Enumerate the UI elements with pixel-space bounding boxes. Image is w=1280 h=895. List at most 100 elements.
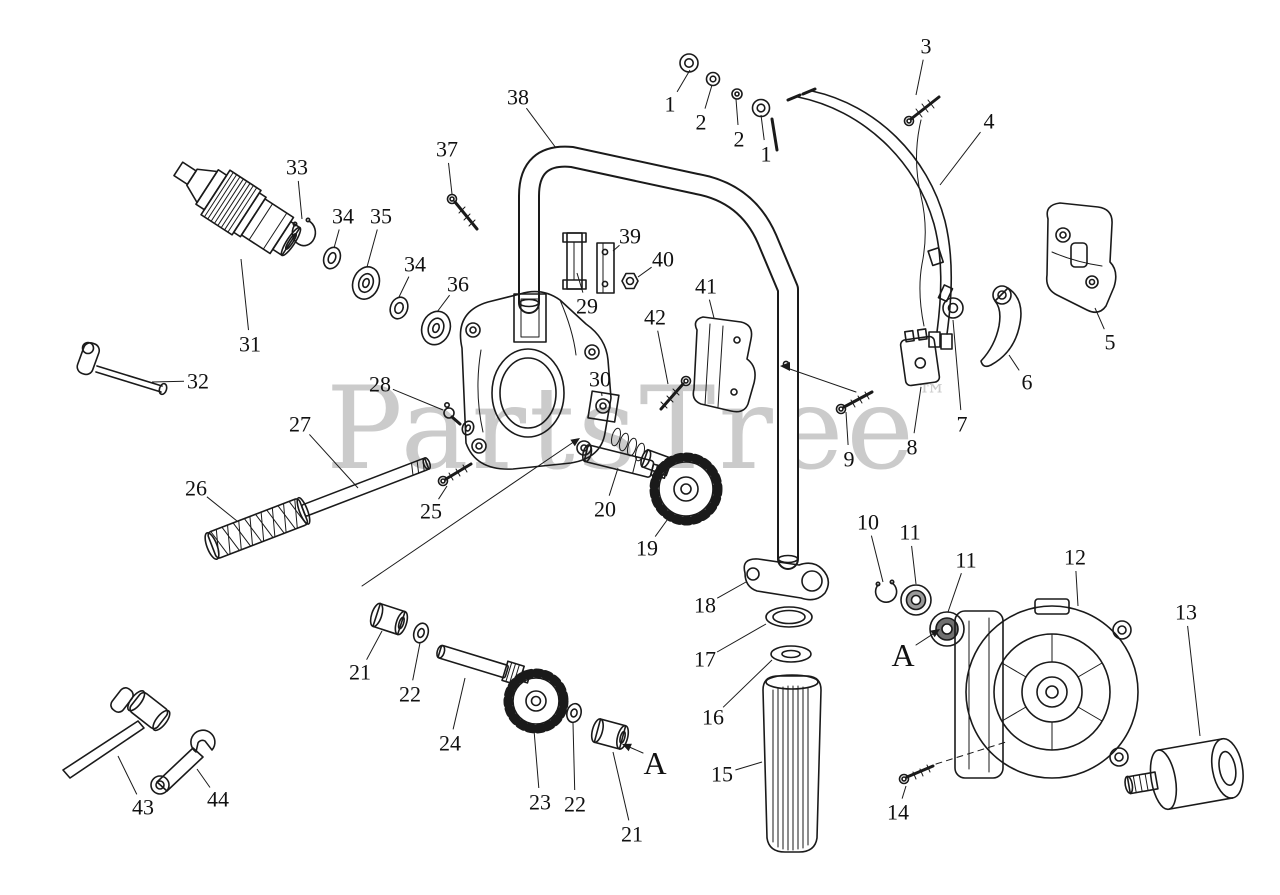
leader-line-2 xyxy=(735,98,739,126)
snap-ring-10 xyxy=(874,579,898,603)
callout-19: 19 xyxy=(636,536,658,561)
leader-line-36 xyxy=(436,294,451,313)
watermark-trademark: ™ xyxy=(916,379,947,414)
socket-tool-43 xyxy=(62,687,171,779)
clutch-drum xyxy=(1124,737,1244,811)
washer-34a xyxy=(322,246,342,270)
ring-17 xyxy=(765,606,813,628)
screw-42 xyxy=(659,375,692,411)
leader-line-34 xyxy=(398,276,410,298)
screw-9 xyxy=(835,390,874,415)
callout-34: 34 xyxy=(404,252,426,277)
leader-line-12 xyxy=(1075,570,1079,607)
leader-line-21 xyxy=(612,751,630,821)
artwork xyxy=(62,53,1244,853)
callout-31: 31 xyxy=(239,332,261,357)
callout-42: 42 xyxy=(644,305,666,330)
bearing-21a xyxy=(369,602,409,636)
callout-5: 5 xyxy=(1105,330,1116,355)
screw-14 xyxy=(898,741,1007,785)
leader-line-3 xyxy=(915,59,924,96)
leader-line-11 xyxy=(911,545,917,585)
callout-15: 15 xyxy=(711,762,733,787)
bearing-21b xyxy=(590,718,630,750)
switch-wire xyxy=(916,119,926,327)
leader-line-26 xyxy=(206,496,238,522)
callout-36: 36 xyxy=(447,272,469,297)
callout-11: 11 xyxy=(955,548,976,573)
open-end-wrench-44 xyxy=(150,729,216,795)
callout-39: 39 xyxy=(619,224,641,249)
cable-clamp-41 xyxy=(692,316,756,413)
callout-8: 8 xyxy=(907,435,918,460)
leader-line-9 xyxy=(845,411,849,446)
callout-3: 3 xyxy=(921,34,932,59)
callout-21: 21 xyxy=(621,822,643,847)
leader-line-17 xyxy=(716,623,767,653)
leader-line-13 xyxy=(1187,625,1201,737)
leader-line-42 xyxy=(657,330,669,385)
callout-22: 22 xyxy=(564,792,586,817)
leader-line-41 xyxy=(708,299,715,319)
callout-38: 38 xyxy=(507,85,529,110)
callout-32: 32 xyxy=(187,369,209,394)
washer-22a xyxy=(412,622,430,644)
leader-line-37 xyxy=(448,162,453,195)
callout-20: 20 xyxy=(594,497,616,522)
gearbox-housing xyxy=(459,290,620,470)
handle-mount-washers xyxy=(679,53,779,152)
leader-line-35 xyxy=(366,229,378,268)
callout-37: 37 xyxy=(436,137,458,162)
callout-10: 10 xyxy=(857,510,879,535)
callout-30: 30 xyxy=(589,367,611,392)
leader-line-23 xyxy=(533,729,540,789)
bearing-36 xyxy=(420,310,452,346)
throttle-trigger xyxy=(980,285,1022,368)
leader-line-4 xyxy=(939,131,981,186)
leader-line-2 xyxy=(704,84,713,109)
stop-switch xyxy=(899,328,941,387)
spring-coil xyxy=(610,427,646,462)
leader-line-11 xyxy=(947,573,962,613)
callout-2: 2 xyxy=(696,110,707,135)
callout-25: 25 xyxy=(420,499,442,524)
leader-line-7 xyxy=(952,319,962,411)
pivot-ring-7 xyxy=(937,284,964,319)
leader-line-40 xyxy=(637,266,652,278)
callout-44: 44 xyxy=(207,787,229,812)
throttle-handle-housing xyxy=(1045,202,1117,314)
callout-33: 33 xyxy=(286,155,308,180)
grease-fitting-28 xyxy=(443,401,475,436)
leader-line-18 xyxy=(716,581,747,599)
clamp-plate-39 xyxy=(596,242,615,294)
leader-line-25 xyxy=(438,485,448,500)
aux-handle-26-27 xyxy=(204,457,432,560)
leader-line-29 xyxy=(576,272,584,293)
washer-16 xyxy=(770,645,812,663)
leader-line-44 xyxy=(196,768,211,788)
leader-line-28 xyxy=(392,388,444,411)
throttle-cable xyxy=(786,87,953,350)
callout-4: 4 xyxy=(984,109,995,134)
spur-gear-23 xyxy=(503,668,569,734)
screw-25 xyxy=(437,462,473,487)
callout-13: 13 xyxy=(1175,600,1197,625)
callout-41: 41 xyxy=(695,274,717,299)
snap-ring-33 xyxy=(291,217,317,247)
drill-chuck xyxy=(173,161,302,257)
callout-12: 12 xyxy=(1064,545,1086,570)
callout-22: 22 xyxy=(399,682,421,707)
leader-line-16 xyxy=(722,659,773,708)
leader-line-10 xyxy=(870,535,884,583)
leader-line-5 xyxy=(1094,307,1105,330)
leader-line-1 xyxy=(676,69,691,93)
hanger-bracket xyxy=(743,558,830,601)
section-label-A-2: A xyxy=(643,745,666,781)
chuck-key-tool xyxy=(76,341,168,396)
leader-line-33 xyxy=(297,180,303,220)
clamp-plate-29 xyxy=(562,232,587,290)
leader-line-38 xyxy=(525,107,557,149)
bearing-35 xyxy=(351,266,381,300)
